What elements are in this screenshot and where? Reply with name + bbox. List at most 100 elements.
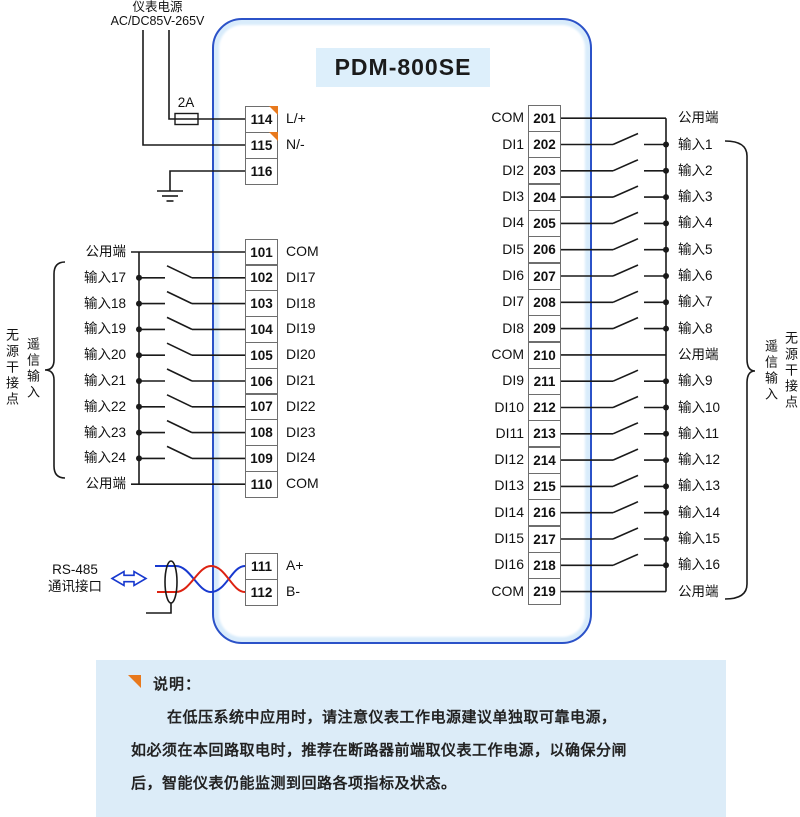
- switch-blade: [612, 422, 639, 435]
- terminal-204-name: DI3: [502, 188, 524, 205]
- terminal-218-number: 218: [533, 557, 556, 573]
- terminal-217-number: 217: [533, 531, 556, 547]
- terminal-212-name: DI10: [494, 398, 524, 415]
- terminal-103-name: DI18: [286, 294, 316, 311]
- terminal-211-ext: 输入9: [678, 373, 713, 389]
- power-wire-live: [168, 30, 245, 120]
- terminal-203-ext: 输入2: [678, 162, 713, 178]
- terminal-207: 207: [528, 262, 561, 290]
- switch-blade: [612, 448, 639, 461]
- terminal-209: 209: [528, 315, 561, 343]
- terminal-110: 110: [245, 471, 278, 498]
- terminal-107: 107: [245, 393, 278, 421]
- terminal-103-number: 103: [250, 296, 273, 312]
- terminal-216-number: 216: [533, 505, 556, 521]
- terminal-202-ext: 输入1: [678, 136, 713, 152]
- switch-blade: [612, 264, 639, 277]
- terminal-105-ext: 输入20: [83, 347, 126, 363]
- rs485-label-line2: 通讯接口: [48, 579, 102, 594]
- terminal-204: 204: [528, 183, 561, 211]
- terminal-205: 205: [528, 210, 561, 237]
- terminal-212-number: 212: [533, 400, 556, 416]
- terminal-213-number: 213: [533, 426, 556, 442]
- warning-corner-icon: [269, 131, 278, 141]
- terminal-109-number: 109: [250, 450, 273, 466]
- terminal-208-name: DI7: [502, 293, 524, 310]
- rs485-label: RS-485 通讯接口: [38, 561, 112, 595]
- terminal-201-ext: 公用端: [678, 110, 719, 126]
- left-brace: [44, 261, 66, 479]
- terminal-203-number: 203: [533, 163, 556, 179]
- terminal-219-ext: 公用端: [678, 583, 719, 599]
- terminal-216-ext: 输入14: [678, 504, 721, 520]
- terminal-217-ext: 输入15: [678, 531, 721, 546]
- terminal-215-name: DI13: [494, 477, 524, 494]
- terminal-202-number: 202: [533, 137, 556, 153]
- terminal-201-name: COM: [491, 109, 524, 126]
- terminal-218: 218: [528, 551, 561, 579]
- switch-blade: [612, 159, 639, 172]
- power-wire-neutral: [142, 30, 245, 146]
- terminal-115: 115: [245, 131, 278, 159]
- terminal-201: 201: [528, 104, 561, 132]
- twisted-pair-red: [157, 564, 246, 593]
- terminal-106-ext: 输入21: [83, 373, 126, 388]
- terminal-106-name: DI21: [286, 372, 316, 388]
- terminal-208-ext: 输入7: [678, 294, 713, 310]
- terminal-218-ext: 输入16: [678, 557, 721, 573]
- terminal-211: 211: [528, 367, 561, 395]
- terminal-112: 112: [245, 578, 278, 606]
- terminal-103-ext: 输入18: [83, 295, 126, 311]
- terminal-206-ext: 输入5: [678, 241, 713, 257]
- terminal-202: 202: [528, 131, 561, 159]
- terminal-205-ext: 输入4: [678, 215, 713, 231]
- terminal-211-number: 211: [533, 373, 556, 389]
- switch-blade: [612, 500, 639, 514]
- switch-blade: [612, 395, 639, 409]
- terminal-104-ext: 输入19: [83, 321, 126, 337]
- switch-blade: [612, 290, 639, 304]
- terminal-108-ext: 输入23: [83, 424, 126, 440]
- terminal-109-ext: 输入24: [83, 450, 126, 466]
- terminal-205-number: 205: [533, 216, 556, 231]
- terminal-215: 215: [528, 473, 561, 500]
- terminal-215-ext: 输入13: [678, 478, 721, 494]
- terminal-116-number: 116: [250, 163, 273, 179]
- terminal-115-number: 115: [250, 137, 273, 153]
- terminal-108: 108: [245, 419, 278, 446]
- terminal-207-name: DI6: [502, 267, 524, 283]
- terminal-209-number: 209: [533, 321, 556, 337]
- terminal-101-name: COM: [286, 243, 319, 259]
- terminal-206-number: 206: [533, 242, 556, 258]
- switch-blade: [612, 316, 639, 330]
- left-bracket-label-outer: 无源干接点: [4, 328, 19, 408]
- switch-blade: [166, 445, 193, 460]
- terminal-214: 214: [528, 446, 561, 474]
- terminal-102-number: 102: [250, 270, 273, 286]
- note-heading: 说明：: [153, 676, 202, 693]
- terminal-108-name: DI23: [286, 423, 316, 440]
- terminal-203-name: DI2: [502, 161, 524, 178]
- terminal-203: 203: [528, 157, 561, 185]
- note-line-1: 在低压系统中应用时，请注意仪表工作电源建议单独取可靠电源，: [167, 709, 617, 726]
- terminal-216: 216: [528, 499, 561, 527]
- terminal-116: 116: [245, 157, 278, 185]
- switch-blade: [166, 265, 193, 279]
- terminal-109: 109: [245, 445, 278, 472]
- terminal-201-number: 201: [533, 110, 556, 126]
- terminal-213-name: DI11: [495, 424, 524, 441]
- switch-blade: [166, 368, 193, 382]
- shield-drain-wire: [146, 603, 172, 614]
- terminal-102-ext: 输入17: [83, 269, 126, 285]
- terminal-110-name: COM: [286, 475, 319, 492]
- rs485-arrow-icon: [110, 570, 148, 587]
- terminal-102: 102: [245, 264, 278, 292]
- switch-blade: [166, 290, 193, 305]
- note-line-2: 如必须在本回路取电时，推荐在断路器前端取仪表工作电源，以确保分闸: [131, 742, 628, 759]
- right-bracket-label-outer: 无源干接点: [783, 331, 798, 411]
- terminal-218-name: DI16: [494, 556, 524, 573]
- terminal-212: 212: [528, 394, 561, 422]
- terminal-213: 213: [528, 420, 561, 448]
